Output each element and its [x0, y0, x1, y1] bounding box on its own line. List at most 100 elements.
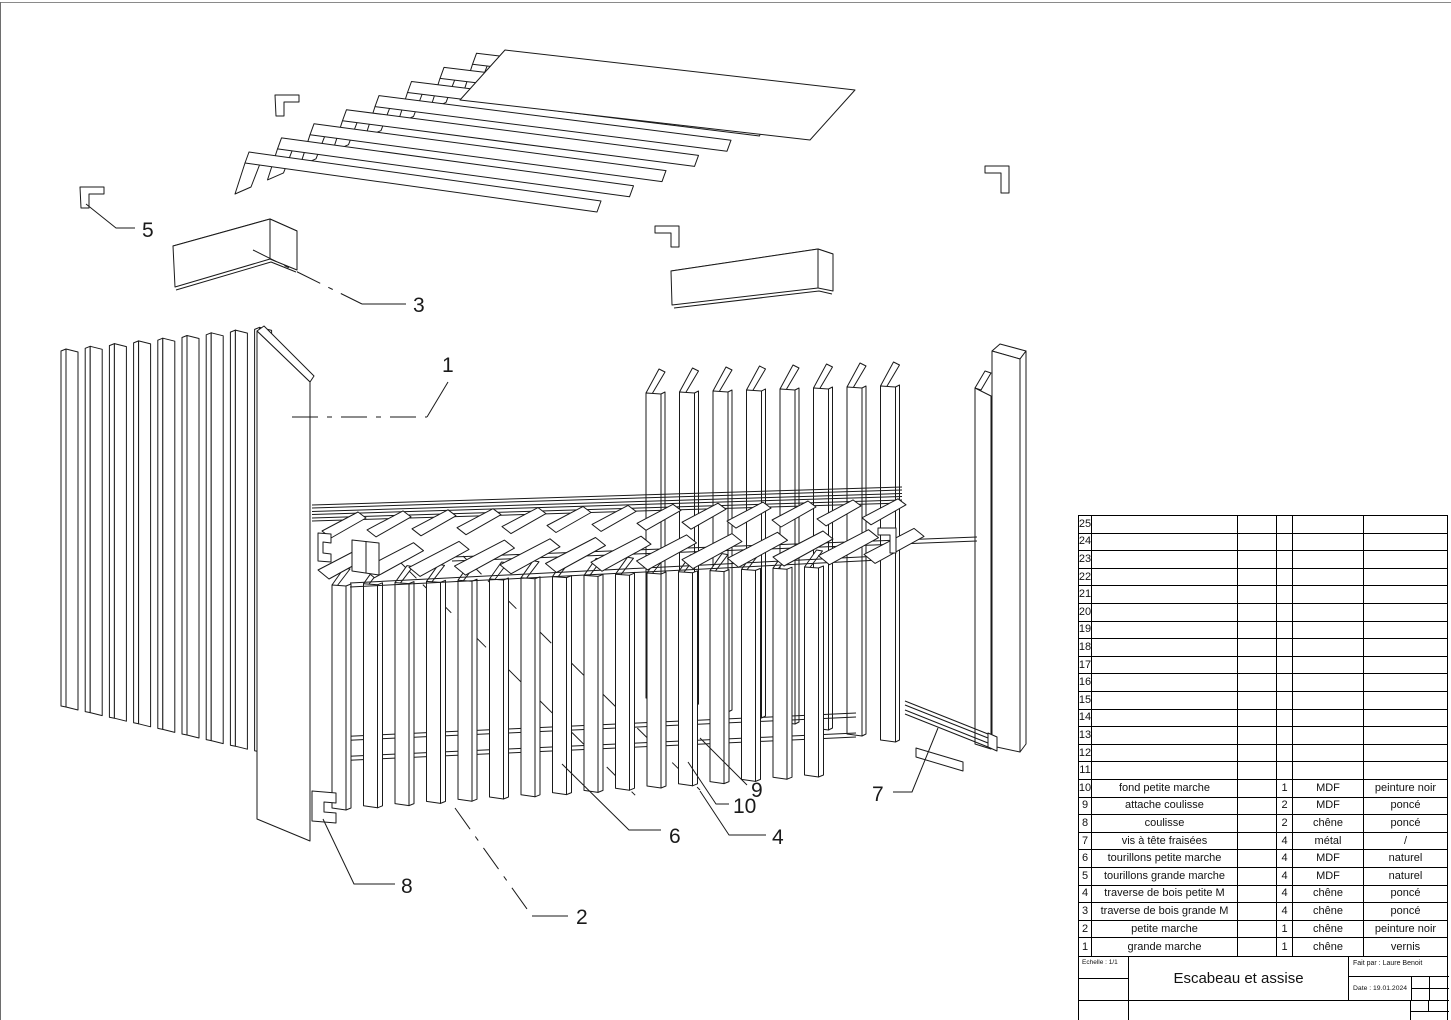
sheet-title: Escabeau et assise [1129, 957, 1349, 1001]
bom-cell-num: 2 [1079, 920, 1092, 939]
top-panel-slat [244, 151, 602, 213]
deck-louver [545, 537, 606, 573]
callout-leader [426, 381, 449, 418]
bom-cell-designation: traverse de bois grande M [1092, 903, 1238, 921]
bom-cell-qty [1277, 568, 1293, 587]
fence-slat-side [440, 579, 446, 804]
fence-slat [426, 580, 441, 804]
bom-cell-finish: poncé [1364, 815, 1447, 833]
bom-cell-num: 20 [1079, 604, 1092, 622]
bom-cell-designation: tourillons petite marche [1092, 850, 1238, 868]
bom-cell-material [1293, 604, 1364, 622]
callout-leader [454, 807, 533, 917]
bom-cell-spare [1238, 797, 1277, 816]
beam-end [269, 218, 298, 271]
beam-front [670, 248, 819, 306]
callout-2-label: 2 [576, 906, 588, 929]
bom-cell-num: 5 [1079, 868, 1092, 886]
bom-cell-num: 7 [1079, 832, 1092, 851]
right-end-board [991, 350, 1021, 753]
bom-cell-designation: vis à tête fraisées [1092, 832, 1238, 851]
coulisse-rail [904, 700, 989, 735]
fence-slat [457, 579, 473, 802]
callout-5-label: 5 [142, 219, 154, 242]
bom-cell-finish [1364, 586, 1447, 604]
fence-slat [772, 567, 788, 780]
bom-cell-material [1293, 551, 1364, 569]
top-panel-slat [374, 95, 732, 152]
fence-slat-side [755, 567, 761, 782]
deck-louver [727, 531, 788, 568]
fence-slat [615, 573, 630, 791]
fence-slat-side [408, 581, 415, 807]
bom-cell-qty: 4 [1277, 850, 1293, 868]
bom-cell-num: 1 [1079, 938, 1092, 956]
callout-leader [699, 790, 766, 836]
bom-cell-designation [1092, 762, 1238, 780]
bom-cell-num: 17 [1079, 656, 1092, 675]
bom-cell-finish: poncé [1364, 886, 1447, 904]
deck-louver-back [726, 501, 772, 529]
left-panel-slat [89, 345, 103, 717]
bom-cell-spare [1238, 903, 1277, 921]
bom-cell-finish [1364, 745, 1447, 763]
callout-leader [561, 763, 661, 831]
bom-cell-num: 10 [1079, 780, 1092, 798]
bom-cell-designation: attache coulisse [1092, 797, 1238, 816]
coulisse-rail [904, 704, 989, 739]
fence-slat [804, 566, 819, 778]
bom-cell-designation [1092, 727, 1238, 745]
bom-cell-num: 19 [1079, 621, 1092, 640]
bom-cell-spare [1238, 568, 1277, 587]
right-panel-slat-top [645, 368, 666, 395]
bom-cell-finish [1364, 657, 1447, 675]
deck-rail [311, 489, 903, 509]
fence-slat [394, 582, 410, 807]
deck-louver-back [861, 498, 907, 526]
bom-cell-spare [1238, 516, 1277, 534]
bom-cell-finish [1364, 710, 1447, 728]
bom-cell-material [1293, 586, 1364, 604]
deck-louver-back [591, 504, 637, 532]
bom-cell-spare [1238, 551, 1277, 569]
revision-cell [1411, 989, 1429, 1001]
bom-cell-qty: 2 [1277, 815, 1293, 833]
bom-cell-num: 12 [1079, 744, 1092, 763]
fence-slat-side [629, 572, 635, 791]
bom-cell-designation [1092, 604, 1238, 622]
date-cell: Date : 19.01.2024 [1349, 977, 1411, 1001]
bom-cell-qty [1277, 674, 1293, 692]
bom-cell-finish [1364, 569, 1447, 587]
bom-cell-material: MDF [1293, 868, 1364, 886]
deck-under-rail [349, 559, 881, 588]
bom-cell-material: MDF [1293, 780, 1364, 798]
deck-louver-back [411, 509, 457, 537]
bom-cell-finish [1364, 534, 1447, 552]
bom-cell-num: 6 [1079, 850, 1092, 868]
bom-cell-designation [1092, 709, 1238, 728]
callout-4-label: 4 [772, 826, 784, 849]
bom-cell-material: chêne [1293, 938, 1364, 956]
bom-cell-material [1293, 727, 1364, 745]
bom-cell-spare [1238, 621, 1277, 640]
callout-leader [322, 818, 395, 885]
bom-cell-num: 25 [1079, 516, 1092, 534]
left-panel-slat [234, 329, 248, 750]
bom-cell-finish: vernis [1390, 940, 1421, 953]
bom-cell-num: 14 [1079, 709, 1092, 728]
fence-slat [741, 568, 756, 782]
right-panel-board-cap [974, 370, 992, 391]
bom-cell-qty: 4 [1277, 903, 1293, 921]
bom-cell-finish: peinture noir [1364, 780, 1447, 798]
bom-cell-material [1293, 621, 1364, 640]
left-panel-slat [162, 337, 176, 733]
top-panel-plank [459, 49, 856, 141]
bom-cell-qty: 1 [1277, 920, 1293, 939]
top-panel-slat [342, 109, 699, 167]
fence-slat-side [471, 578, 478, 802]
callout-leader [699, 737, 748, 786]
fence-slat [646, 572, 662, 789]
revision-cell [1429, 989, 1449, 1001]
deck-louver-back [771, 500, 817, 528]
